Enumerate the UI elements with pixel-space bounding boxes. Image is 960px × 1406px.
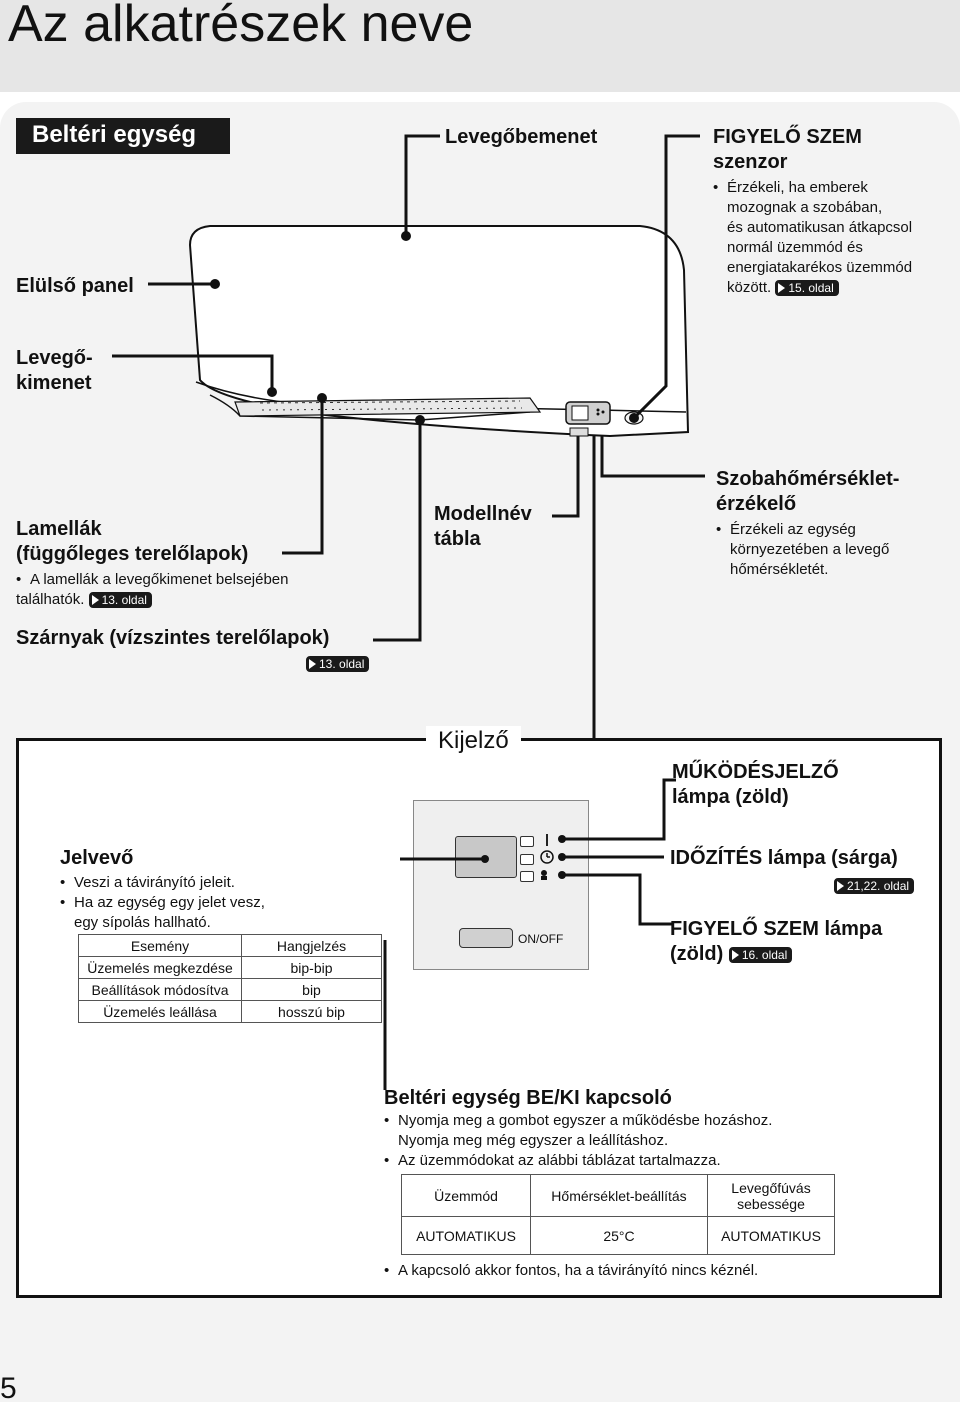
beep-table-cell: Üzemelés leállása (78, 1000, 242, 1023)
louvers-bullet-line: találhatók. (16, 591, 85, 608)
play-arrow-icon (837, 880, 844, 891)
mode-table: Üzemmód Hőmérséklet-beállítás Levegőfúvá… (401, 1174, 835, 1255)
play-arrow-icon (731, 949, 739, 960)
sensor-bullet-line: normál üzemmód és (727, 239, 863, 256)
sensor-bullet-line: mozognak a szobában, (727, 199, 883, 216)
beep-table-cell: Üzemelés megkezdése (78, 956, 242, 979)
timer-lamp (520, 854, 534, 865)
louvers-block: Lamellák (függőleges terelőlapok) •A lam… (16, 518, 289, 609)
page-ref-text: 16. oldal (741, 947, 788, 962)
operation-lamp (520, 836, 534, 847)
mode-table-header-line: Levegőfúvás (731, 1179, 811, 1196)
room-temp-title-line1: Szobahőmérséklet- (716, 468, 900, 490)
switch-leader-line (383, 940, 387, 1090)
switch-block: Beltéri egység BE/KI kapcsoló •Nyomja me… (384, 1087, 773, 1169)
mode-table-header: Hőmérséklet-beállítás (530, 1174, 708, 1217)
switch-bullet-line: Nyomja meg még egyszer a leállításhoz. (398, 1132, 669, 1149)
air-inlet-label: Levegőbemenet (445, 126, 598, 148)
onoff-button[interactable] (459, 928, 513, 948)
receiver-bullet-line: egy sípolás hallható. (74, 914, 211, 931)
louvers-bullet-line: A lamellák a levegőkimenet belsejében (30, 571, 289, 588)
play-arrow-icon (778, 283, 786, 294)
page-number: 5 (0, 1372, 17, 1405)
beep-table-cell: hosszú bip (241, 1000, 382, 1023)
timer-lamp-label: IDŐZÍTÉS lámpa (sárga) (670, 847, 898, 869)
receiver-bullet-line: Veszi a távirányító jeleit. (74, 874, 235, 891)
model-plate-label-line1: Modellnév (434, 503, 532, 525)
eye-person-icon (541, 870, 547, 876)
beep-table-header: Hangjelzés (241, 934, 382, 957)
beep-table-cell: bip (241, 978, 382, 1001)
onoff-button-label: ON/OFF (518, 932, 564, 946)
play-arrow-icon (91, 595, 99, 606)
beep-table-cell: bip-bip (241, 956, 382, 979)
sensor-title-line2: szenzor (713, 151, 788, 173)
mode-table-cell: AUTOMATIKUS (401, 1216, 531, 1255)
section-label: Beltéri egység (16, 118, 230, 154)
sensor-title-line1: FIGYELŐ SZEM (713, 126, 862, 148)
eye-lamp-label-line1: FIGYELŐ SZEM lámpa (670, 918, 883, 940)
display-label: Kijelző (426, 726, 521, 756)
switch-bullet-line: Az üzemmódokat az alábbi táblázat tartal… (398, 1152, 721, 1169)
page-ref-louvers[interactable]: 13. oldal (88, 592, 152, 609)
receiver-block: Jelvevő •Veszi a távirányító jeleit. •Ha… (60, 847, 265, 931)
page-title: Az alkatrészek neve (8, 0, 474, 53)
unit-illustration (112, 134, 705, 738)
beep-table: Esemény Hangjelzés Üzemelés megkezdése b… (78, 934, 382, 1023)
louvers-title-line1: Lamellák (16, 518, 102, 540)
page-ref-eye[interactable]: 16. oldal (728, 946, 793, 963)
room-temp-title-line2: érzékelő (716, 493, 797, 515)
page-ref-text: 13. oldal (319, 656, 365, 671)
power-icon (546, 834, 548, 846)
room-temp-block: Szobahőmérséklet- érzékelő •Érzékeli az … (716, 468, 900, 578)
flaps-label: Szárnyak (vízszintes terelőlapok) (16, 627, 330, 649)
sensor-bullet-line: között. (727, 279, 772, 296)
louvers-title-line2: (függőleges terelőlapok) (16, 543, 249, 565)
page-ref-text: 15. oldal (788, 281, 834, 296)
room-temp-bullet-line: hőmérsékletét. (730, 561, 829, 578)
page-ref-timer[interactable]: 21,22. oldal (834, 877, 915, 894)
eye-lamp (520, 871, 534, 882)
operation-lamp-label-line1: MŰKÖDÉSJELZŐ (672, 761, 839, 783)
sensor-bullet-line: Érzékeli, ha emberek (727, 179, 868, 196)
title-band (0, 0, 960, 92)
switch-bullet-line: Nyomja meg a gombot egyszer a működésbe … (398, 1112, 773, 1129)
switch-note: A kapcsoló akkor fontos, ha a távirányít… (398, 1262, 759, 1279)
air-outlet-label-line1: Levegő- (16, 347, 93, 369)
clock-icon (540, 850, 554, 864)
mode-table-header-line: sebessége (737, 1195, 805, 1212)
display-leader-lines (400, 778, 676, 926)
page-ref-text: 21,22. oldal (847, 878, 910, 893)
page-ref-flaps[interactable]: 13. oldal (306, 655, 370, 672)
page-ref-text: 13. oldal (101, 593, 147, 608)
eye-lamp-label-line2: (zöld) (670, 943, 724, 965)
mode-table-cell: AUTOMATIKUS (707, 1216, 835, 1255)
front-panel-label: Elülső panel (16, 275, 134, 297)
sensor-bullet-line: és automatikusan átkapcsol (727, 219, 913, 236)
operation-lamp-label-line2: lámpa (zöld) (672, 786, 789, 808)
sensor-block: FIGYELŐ SZEM szenzor •Érzékeli, ha ember… (713, 126, 913, 297)
mode-table-header: Üzemmód (401, 1174, 531, 1217)
sensor-bullet-line: energiatakarékos üzemmód (727, 259, 913, 276)
beep-table-cell: Beállítások módosítva (78, 978, 242, 1001)
room-temp-bullet-line: Érzékeli az egység (730, 521, 856, 538)
switch-title: Beltéri egység BE/KI kapcsoló (384, 1087, 672, 1109)
beep-table-header: Esemény (78, 934, 242, 957)
play-arrow-icon (309, 658, 316, 669)
air-outlet-label-line2: kimenet (16, 372, 92, 394)
mode-table-cell: 25°C (530, 1216, 708, 1255)
model-plate-label-line2: tábla (434, 528, 481, 550)
room-temp-bullet-line: környezetében a levegő (730, 541, 890, 558)
receiver-title: Jelvevő (60, 847, 134, 869)
receiver-bullet-line: Ha az egység egy jelet vesz, (74, 894, 265, 911)
page-ref-sensor[interactable]: 15. oldal (775, 280, 839, 297)
